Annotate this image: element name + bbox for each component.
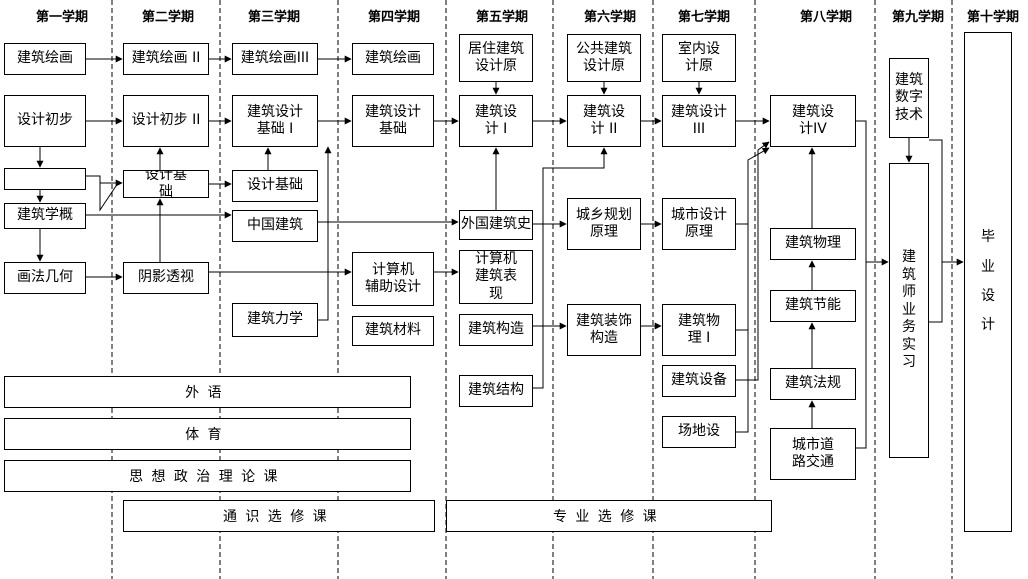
course-drawing-1: 建筑绘画 <box>4 43 86 75</box>
connector-blank-basis2 <box>86 175 123 187</box>
course-arch-materials: 建筑材料 <box>352 316 434 346</box>
course-arch-overview: 建筑学概 <box>4 203 86 229</box>
course-design-basis-s3: 设计基础 <box>232 170 318 202</box>
course-energy-saving: 建筑节能 <box>770 290 856 322</box>
semester-8-header: 第八学期 <box>799 10 852 25</box>
bar-physical-education: 体育 <box>4 418 411 450</box>
course-arch-physics: 建筑物理 <box>770 228 856 260</box>
course-drawing-2: 建筑绘画 II <box>123 43 209 75</box>
semester-2-header: 第二学期 <box>141 10 194 25</box>
course-arch-mechanics: 建筑力学 <box>232 303 318 337</box>
course-decoration-construction: 建筑装饰 构造 <box>567 304 641 356</box>
connector-digital-bracket <box>929 139 943 262</box>
semester-5-header: 第五学期 <box>475 10 528 25</box>
course-drawing-3: 建筑绘画III <box>232 43 318 75</box>
connector-structure-ad2 <box>533 147 608 389</box>
course-interior-principle: 室内设 计原 <box>662 34 736 82</box>
connector-site-up <box>736 330 749 433</box>
course-architect-practice: 建 筑 师 业 务 实 习 <box>889 163 929 458</box>
course-cad: 计算机 辅助设计 <box>352 252 434 306</box>
semester-4-header: 第四学期 <box>367 10 420 25</box>
course-urban-design-principle: 城市设计 原理 <box>662 198 736 250</box>
course-arch-construction: 建筑构造 <box>459 314 533 346</box>
connector-physics1-up <box>736 160 749 331</box>
course-public-principle: 公共建筑 设计原 <box>567 34 641 82</box>
course-drawing-4: 建筑绘画 <box>352 43 434 75</box>
semester-9-header: 第九学期 <box>891 10 944 25</box>
bar-ideology-courses: 思想政治理论课 <box>4 460 411 492</box>
course-blank <box>4 168 86 190</box>
course-arch-design-4: 建筑设 计IV <box>770 95 856 147</box>
course-digital-technology: 建筑 数字 技术 <box>889 58 929 138</box>
course-arch-design-3: 建筑设计 III <box>662 95 736 147</box>
connector-equipment-ad4 <box>736 141 770 381</box>
course-graduation-design: 毕 业 设 计 <box>964 32 1012 532</box>
course-urban-rural-planning: 城乡规划 原理 <box>567 198 641 250</box>
course-arch-design-1: 建筑设 计 I <box>459 95 533 147</box>
course-arch-design-basis: 建筑设计 基础 <box>352 95 434 147</box>
course-building-equipment: 建筑设备 <box>662 365 736 397</box>
connector-practice-graduation <box>929 258 964 323</box>
course-arch-design-2: 建筑设 计 II <box>567 95 641 147</box>
connector-overview-basis2-aux <box>99 182 119 212</box>
course-descriptive-geometry: 画法几何 <box>4 262 86 294</box>
bar-major-electives: 专业选修课 <box>446 500 772 532</box>
bar-general-electives: 通识选修课 <box>123 500 435 532</box>
course-shadow-perspective: 阴影透视 <box>123 262 209 294</box>
course-design-intro: 设计初步 <box>4 95 86 147</box>
course-foreign-arch-history: 外国建筑史 <box>459 210 533 240</box>
semester-10-header: 第十学期 <box>966 10 1019 25</box>
semester-7-header: 第七学期 <box>677 10 730 25</box>
course-urban-roads-traffic: 城市道 路交通 <box>770 428 856 480</box>
course-chinese-architecture: 中国建筑 <box>232 210 318 242</box>
semester-6-header: 第六学期 <box>583 10 636 25</box>
course-arch-structure: 建筑结构 <box>459 375 533 407</box>
course-arch-physics-1: 建筑物 理 I <box>662 304 736 356</box>
course-residential-principle: 居住建筑 设计原 <box>459 34 533 82</box>
connector-mechanics-adb1 <box>318 146 332 321</box>
course-arch-design-basis-1: 建筑设计 基础 I <box>232 95 318 147</box>
course-computer-arch-representation: 计算机 建筑表 现 <box>459 250 533 304</box>
bar-foreign-language: 外语 <box>4 376 411 408</box>
connector-urbandesign-ad4 <box>736 147 770 225</box>
semester-1-header: 第一学期 <box>35 10 88 25</box>
course-design-basis-s2: 设计基 础 <box>123 170 209 198</box>
connector-ad4-practice <box>856 120 889 266</box>
course-building-regulations: 建筑法规 <box>770 368 856 400</box>
connector-roads-bracket <box>856 262 867 449</box>
course-site-design: 场地设 <box>662 416 736 448</box>
course-design-intro-2: 设计初步 II <box>123 95 209 147</box>
semester-3-header: 第三学期 <box>247 10 300 25</box>
